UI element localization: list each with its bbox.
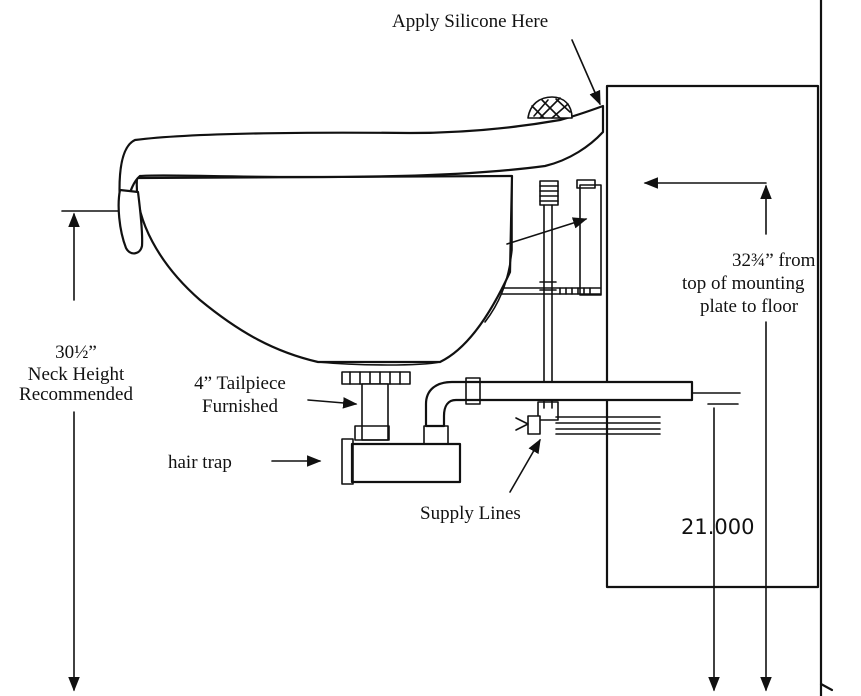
- supply-lines-label: Supply Lines: [420, 503, 521, 524]
- drain-pipe: [424, 380, 694, 428]
- supply-line-upper: [555, 416, 661, 424]
- stop-valve-handle: [527, 415, 541, 435]
- sink-rim: [118, 104, 605, 207]
- tailpiece: [361, 383, 389, 441]
- supply-riser: [543, 204, 553, 409]
- riser-coupling: [539, 281, 557, 291]
- hair-trap-cap: [341, 438, 354, 485]
- hair-trap-body: [350, 442, 462, 484]
- bracket-top-clip: [576, 179, 596, 189]
- mounting-bolt: [501, 287, 601, 295]
- tailpiece-label-line2: Furnished: [202, 396, 279, 417]
- sink-front-lip: [117, 188, 144, 255]
- mounting-plate: [605, 84, 820, 589]
- mounting-bracket: [579, 184, 602, 296]
- tailpiece-label-line1: 4” Tailpiece: [194, 373, 286, 394]
- supply-lines-arrow: [509, 438, 541, 493]
- drain-pipe-coupling: [465, 377, 481, 405]
- mounting-height-label-line2: top of mounting: [682, 273, 805, 294]
- neck-height-label-line3: Recommended: [19, 384, 133, 405]
- silicone-hatch: [531, 97, 571, 119]
- sink-bowl: [135, 174, 514, 364]
- drain-valve-cap: [539, 180, 559, 206]
- neck-height-label-line2: Neck Height: [28, 364, 125, 385]
- floor-corner-mark: [819, 682, 834, 692]
- drain-flange-ribs: [349, 371, 401, 385]
- sink-bowl-bottom: [317, 361, 441, 366]
- drain-flange: [341, 371, 411, 385]
- neck-height-label-line1: 30½”: [55, 342, 97, 363]
- drain-pipe-nut: [423, 425, 449, 445]
- silicone-leader: [571, 39, 601, 106]
- tailpiece-nut: [354, 425, 390, 441]
- tailpiece-arrow: [307, 397, 358, 409]
- hair-trap-label: hair trap: [168, 452, 232, 473]
- drain-valve-threads: [539, 185, 559, 202]
- stop-valve-knob: [515, 417, 529, 431]
- sink-bowl-rear: [484, 175, 513, 323]
- mounting-height-label-line3: plate to floor: [700, 296, 799, 317]
- bracket-leader-arrow: [506, 217, 588, 245]
- mounting-height-label-line1: 32¾” from: [732, 250, 816, 271]
- bolt-threads: [559, 287, 591, 295]
- dimension-21-label: 21.000: [681, 515, 754, 539]
- supply-line-lower: [555, 428, 661, 435]
- apply-silicone-label: Apply Silicone Here: [392, 11, 548, 32]
- riser-valve: [537, 401, 559, 421]
